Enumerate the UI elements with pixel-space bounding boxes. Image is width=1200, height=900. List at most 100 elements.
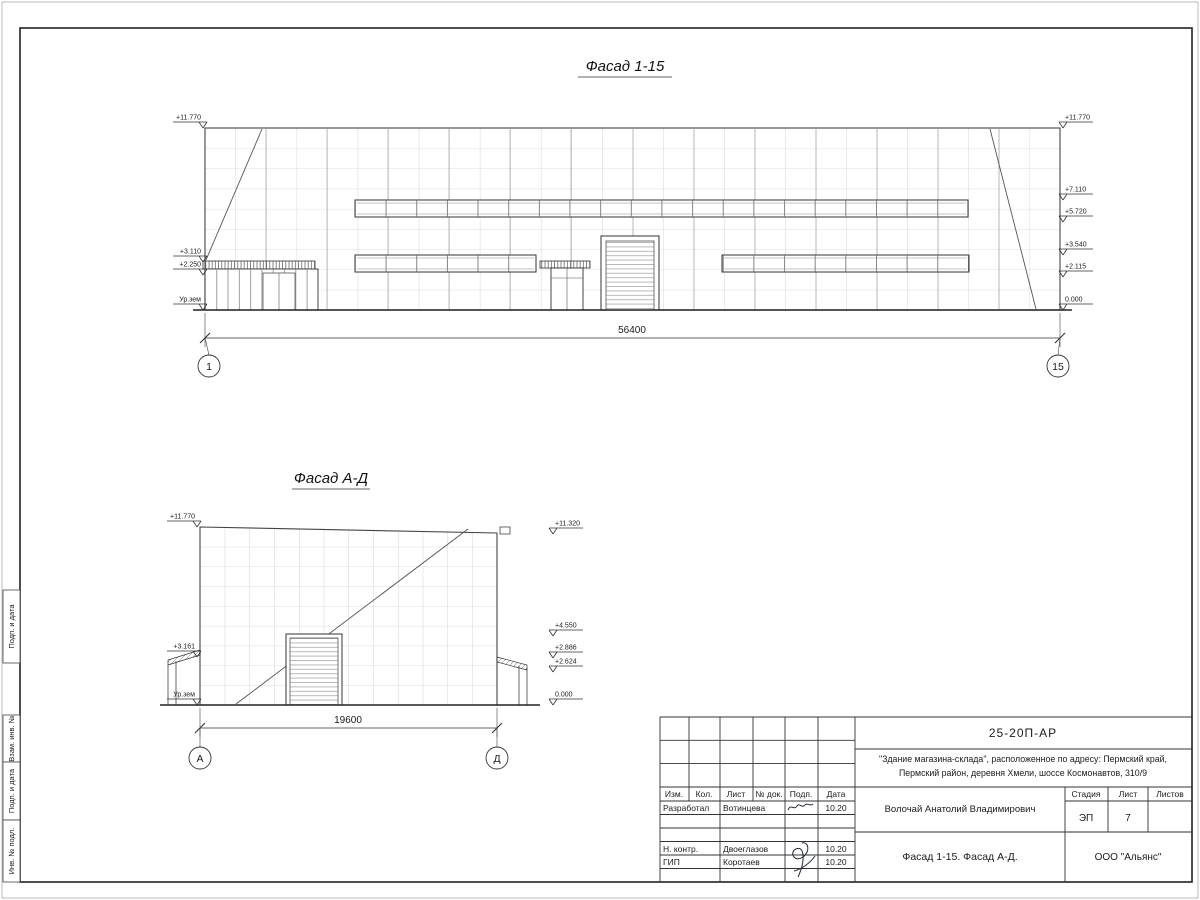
svg-text:+11.770: +11.770 bbox=[170, 514, 195, 521]
document-code: 25-20П-АР bbox=[989, 726, 1057, 740]
facade-ad-drawing: 19600 А Д +11.770 +3.161 Ур.зем +11.320 … bbox=[160, 514, 583, 770]
column-grid-lines bbox=[265, 128, 1000, 310]
facade-1-15-drawing: 56400 1 15 +11.770 +3.110 +2.250 Ур.зем … bbox=[173, 115, 1093, 378]
svg-text:Ур.зем: Ур.зем bbox=[179, 297, 201, 304]
date-value: 10.20 bbox=[825, 803, 847, 813]
elevation-mark: +11.320 bbox=[548, 521, 583, 535]
dimension-value: 19600 bbox=[334, 715, 362, 726]
svg-text:+4.550: +4.550 bbox=[555, 623, 577, 630]
col-header: Изм. bbox=[665, 789, 683, 799]
svg-text:+3.540: +3.540 bbox=[1065, 242, 1087, 249]
elevation-mark: +7.110 bbox=[1058, 187, 1093, 201]
svg-text:+11.770: +11.770 bbox=[1065, 115, 1090, 122]
role-label: ГИП bbox=[663, 857, 680, 867]
window-band-lower-right bbox=[721, 254, 970, 273]
elevation-mark: +2.624 bbox=[548, 659, 583, 673]
roof-vent bbox=[499, 526, 511, 535]
dimension-56400: 56400 bbox=[199, 313, 1066, 347]
sheets-header: Листов bbox=[1156, 789, 1184, 799]
lean-to-right bbox=[496, 656, 528, 705]
svg-text:Д: Д bbox=[493, 753, 500, 765]
elevation-mark: +11.770 bbox=[167, 514, 202, 528]
svg-text:+7.110: +7.110 bbox=[1065, 187, 1086, 194]
facade-1-15-title: Фасад 1-15 bbox=[578, 58, 672, 78]
elevation-mark: +4.550 bbox=[548, 623, 583, 637]
project-description-line2: Пермский район, деревня Хмели, шоссе Кос… bbox=[899, 768, 1147, 778]
svg-text:+2.115: +2.115 bbox=[1065, 264, 1086, 271]
corner-diagonal-right bbox=[989, 128, 1037, 310]
drawing-title: Фасад 1-15. Фасад А-Д. bbox=[902, 851, 1017, 863]
svg-text:+3.161: +3.161 bbox=[173, 644, 195, 651]
facade-ad-outline bbox=[199, 526, 498, 706]
svg-text:Фасад А-Д: Фасад А-Д bbox=[294, 470, 369, 487]
sheet-number: 7 bbox=[1125, 813, 1131, 824]
organization-name: ООО "Альянс" bbox=[1095, 852, 1162, 863]
margin-label: Взам. инв. № bbox=[7, 715, 16, 761]
sheet-header: Лист bbox=[1119, 789, 1138, 799]
elevation-mark: 0.000 bbox=[1058, 297, 1093, 311]
elevation-mark: +3.110 bbox=[173, 249, 208, 263]
stage-value: ЭП bbox=[1079, 813, 1093, 824]
col-header: Лист bbox=[727, 789, 746, 799]
person-name: Коротаев bbox=[723, 857, 760, 867]
role-label: Разработал bbox=[663, 803, 709, 813]
svg-text:А: А bbox=[196, 753, 203, 765]
axis-bubble-d: Д bbox=[485, 728, 509, 770]
person-name: Вотинцева bbox=[723, 803, 765, 813]
roller-door-center bbox=[600, 235, 660, 311]
date-value: 10.20 bbox=[825, 857, 847, 867]
dimension-value: 56400 bbox=[618, 325, 646, 336]
margin-label: Подп. и дата bbox=[7, 768, 16, 813]
svg-text:+5.720: +5.720 bbox=[1065, 209, 1087, 216]
elevation-mark: Ур.зем bbox=[167, 692, 202, 706]
elevation-mark: +11.770 bbox=[173, 115, 208, 129]
margin-column: Подп. и дата Взам. инв. № Подп. и дата И… bbox=[2, 589, 21, 883]
signature-icon bbox=[792, 842, 816, 878]
svg-text:+11.320: +11.320 bbox=[555, 521, 580, 528]
margin-label: Подп. и дата bbox=[7, 604, 16, 649]
role-label: Н. контр. bbox=[663, 844, 698, 854]
svg-text:1: 1 bbox=[206, 361, 212, 373]
axis-bubble-1: 1 bbox=[197, 337, 221, 378]
entrance-small bbox=[539, 260, 591, 311]
elevation-mark: +11.770 bbox=[1058, 115, 1093, 129]
title-block: Изм. Кол. Лист № док. Подп. Дата Разрабо… bbox=[659, 716, 1192, 882]
elevation-mark: +5.720 bbox=[1058, 209, 1093, 223]
svg-text:+2.250: +2.250 bbox=[179, 262, 201, 269]
stage-header: Стадия bbox=[1072, 789, 1101, 799]
col-header: Дата bbox=[827, 789, 846, 799]
facade-diagonal bbox=[235, 528, 469, 705]
svg-text:0.000: 0.000 bbox=[555, 692, 573, 699]
axis-bubble-15: 15 bbox=[1046, 337, 1070, 378]
elevation-mark: Ур.зем bbox=[173, 297, 208, 311]
svg-text:Ур.зем: Ур.зем bbox=[173, 692, 195, 699]
facade-ad-title: Фасад А-Д bbox=[292, 470, 370, 490]
svg-text:15: 15 bbox=[1052, 361, 1064, 373]
margin-label: Инв. № подл. bbox=[7, 828, 16, 875]
sheet-frame bbox=[19, 27, 1193, 883]
roller-door-ad bbox=[285, 633, 343, 706]
svg-text:+3.110: +3.110 bbox=[180, 249, 201, 256]
date-value: 10.20 bbox=[825, 844, 847, 854]
elevation-mark: +2.250 bbox=[173, 262, 208, 276]
svg-text:+2.624: +2.624 bbox=[555, 659, 577, 666]
elevation-mark: 0.000 bbox=[548, 692, 583, 706]
col-header: Кол. bbox=[696, 789, 713, 799]
col-header: Подп. bbox=[790, 789, 813, 799]
dimension-19600: 19600 bbox=[194, 708, 503, 737]
elevation-mark: +3.161 bbox=[167, 644, 202, 658]
svg-text:0.000: 0.000 bbox=[1065, 297, 1083, 304]
lean-to-left bbox=[167, 649, 201, 705]
corner-diagonal-left bbox=[205, 128, 263, 261]
elevation-mark: +2.886 bbox=[548, 645, 583, 659]
signature-icon bbox=[787, 803, 814, 811]
elevation-mark: +2.115 bbox=[1058, 264, 1093, 278]
entrance-left bbox=[202, 260, 319, 311]
axis-bubble-a: А bbox=[188, 728, 212, 770]
svg-text:+11.770: +11.770 bbox=[176, 115, 201, 122]
title-block-grid bbox=[659, 716, 1192, 882]
elevation-mark: +3.540 bbox=[1058, 242, 1093, 256]
